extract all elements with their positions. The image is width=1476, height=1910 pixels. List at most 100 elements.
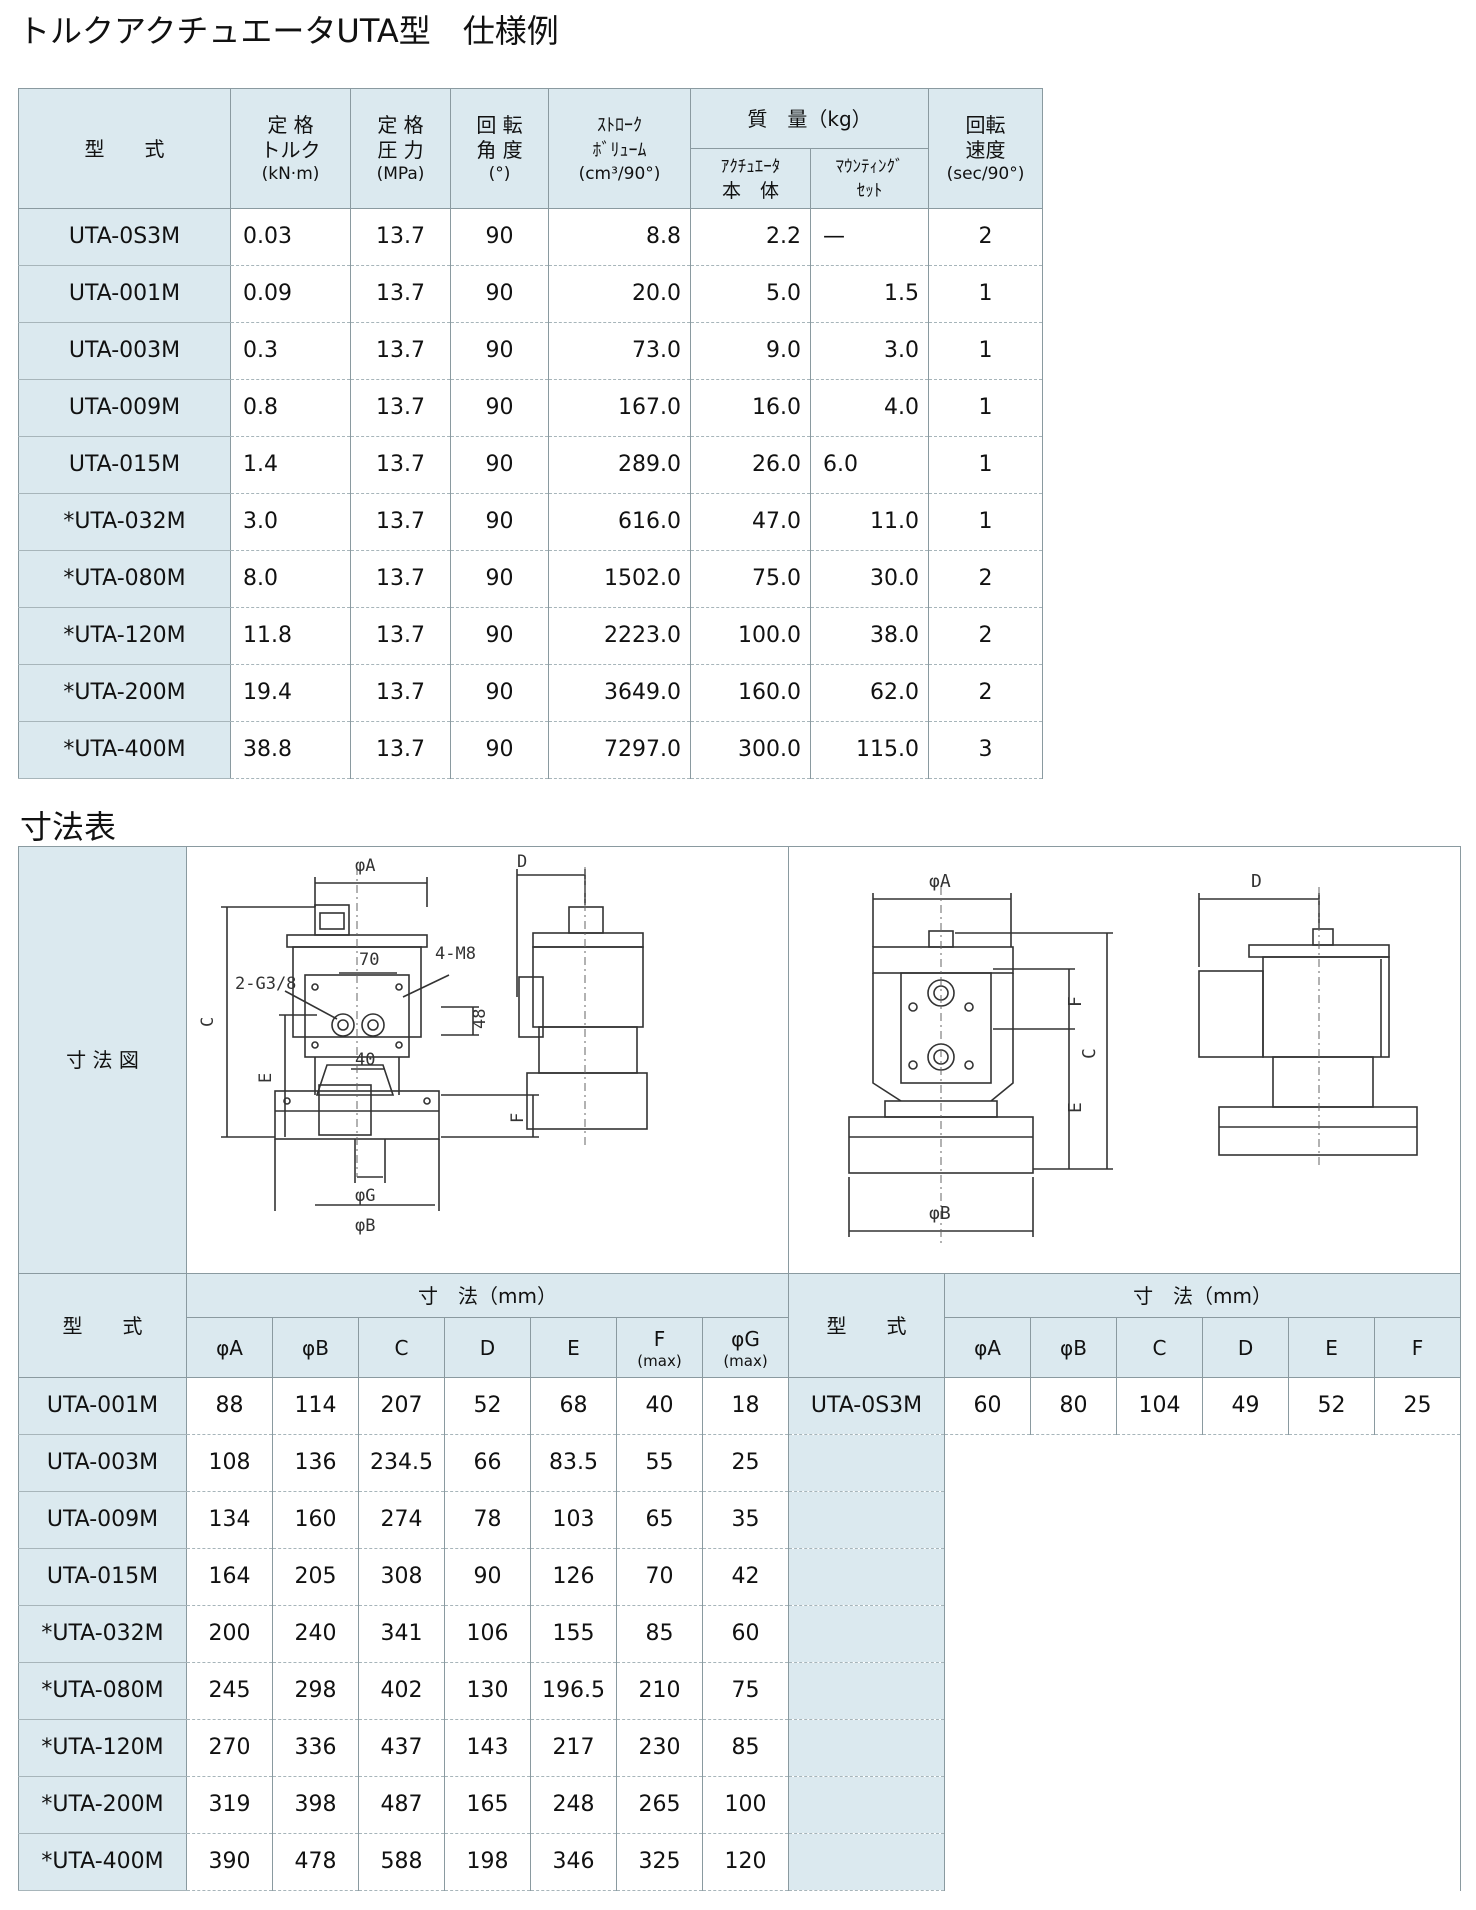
dims-cell-value: 66 [444,1434,531,1492]
dims-cell-value: 346 [530,1833,617,1891]
dims-cell-value: 196.5 [530,1662,617,1720]
dims-cell-value-right: 52 [1288,1377,1376,1435]
dims-cell-value: 248 [530,1776,617,1834]
dims-cell-model: UTA-009M [18,1491,187,1549]
dims-col-left-0: φA [186,1317,273,1378]
spec-cell-speed: 1 [928,493,1043,551]
header-mass-body: ｱｸﾁｭｴｰﾀ 本 体 [690,148,811,209]
dims-cell-value: 83.5 [530,1434,617,1492]
spec-cell-mount: 62.0 [810,664,929,722]
spec-cell-pressure: 13.7 [350,721,451,779]
dims-cell-value-right: 104 [1116,1377,1204,1435]
page-title: トルクアクチュエータUTA型 仕様例 [18,12,559,50]
dims-empty-model [788,1833,946,1891]
spec-cell-pressure: 13.7 [350,208,451,266]
spec-cell-pressure: 13.7 [350,607,451,665]
dims-cell-model: *UTA-400M [18,1833,187,1891]
dims-cell-value: 437 [358,1719,445,1777]
dims-cell-value: 234.5 [358,1434,445,1492]
spec-cell-model: *UTA-032M [18,493,231,551]
dims-cell-value: 108 [186,1434,273,1492]
dims-cell-value: 78 [444,1491,531,1549]
dims-col-left-5: F(max) [616,1317,703,1378]
spec-cell-angle: 90 [450,607,549,665]
dims-col-max: (max) [723,1351,768,1370]
dims-cell-value: 164 [186,1548,273,1606]
spec-cell-model: *UTA-080M [18,550,231,608]
spec-cell-pressure: 13.7 [350,379,451,437]
dims-cell-value: 136 [272,1434,359,1492]
dims-cell-value: 114 [272,1377,359,1435]
dims-cell-value: 308 [358,1548,445,1606]
spec-cell-model: *UTA-200M [18,664,231,722]
spec-cell-body: 9.0 [690,322,811,380]
dims-col-label: φB [302,1335,329,1360]
spec-cell-mount: 3.0 [810,322,929,380]
dims-cell-value: 325 [616,1833,703,1891]
label-d-small: D [1251,871,1262,892]
spec-cell-torque: 11.8 [230,607,351,665]
spec-cell-angle: 90 [450,664,549,722]
dims-cell-model: *UTA-200M [18,1776,187,1834]
spec-cell-torque: 8.0 [230,550,351,608]
header-mass-mount: ﾏｳﾝﾃｨﾝｸﾞ ｾｯﾄ [810,148,929,209]
dims-cell-value: 85 [616,1605,703,1663]
dims-empty-model [788,1548,946,1606]
dims-cell-value-right: 60 [944,1377,1032,1435]
spec-cell-speed: 2 [928,664,1043,722]
dims-col-right-2: C [1116,1317,1204,1378]
spec-cell-torque: 0.3 [230,322,351,380]
dims-cell-model-right: UTA-0S3M [788,1377,946,1435]
spec-cell-pressure: 13.7 [350,436,451,494]
dims-empty-area [944,1662,1462,1720]
spec-cell-model: UTA-001M [18,265,231,323]
dims-cell-value: 230 [616,1719,703,1777]
spec-cell-angle: 90 [450,550,549,608]
spec-cell-mount: 4.0 [810,379,929,437]
dims-cell-value: 18 [701,1377,790,1435]
dims-cell-value: 126 [530,1548,617,1606]
label-e-small: E [1065,1102,1086,1113]
spec-cell-stroke: 3649.0 [548,664,691,722]
dims-col-left-6: φG(max) [701,1317,790,1378]
label-c-small: C [1079,1048,1100,1059]
header-torque: 定 格 トルク (kN·m) [230,88,351,209]
dims-cell-value: 245 [186,1662,273,1720]
dims-empty-model [788,1719,946,1777]
dims-cell-value: 270 [186,1719,273,1777]
spec-cell-body: 75.0 [690,550,811,608]
dims-cell-value: 143 [444,1719,531,1777]
dims-cell-value: 155 [530,1605,617,1663]
spec-cell-angle: 90 [450,493,549,551]
header-pressure: 定 格 圧 力 (MPa) [350,88,451,209]
dims-cell-value: 217 [530,1719,617,1777]
dims-cell-model: UTA-015M [18,1548,187,1606]
spec-cell-model: *UTA-120M [18,607,231,665]
spec-cell-body: 5.0 [690,265,811,323]
dims-cell-value: 319 [186,1776,273,1834]
spec-cell-speed: 2 [928,208,1043,266]
dims-cell-value: 25 [701,1434,790,1492]
spec-cell-pressure: 13.7 [350,550,451,608]
dims-cell-value: 85 [701,1719,790,1777]
dims-col-right-3: D [1202,1317,1290,1378]
spec-cell-torque: 3.0 [230,493,351,551]
dims-empty-model [788,1776,946,1834]
dims-empty-model [788,1605,946,1663]
spec-cell-stroke: 73.0 [548,322,691,380]
spec-cell-model: UTA-009M [18,379,231,437]
dims-cell-value: 398 [272,1776,359,1834]
label-40: 40 [355,1050,375,1070]
header-model: 型 式 [18,88,231,209]
spec-cell-body: 2.2 [690,208,811,266]
dims-cell-value: 165 [444,1776,531,1834]
dims-cell-value-right: 25 [1374,1377,1462,1435]
